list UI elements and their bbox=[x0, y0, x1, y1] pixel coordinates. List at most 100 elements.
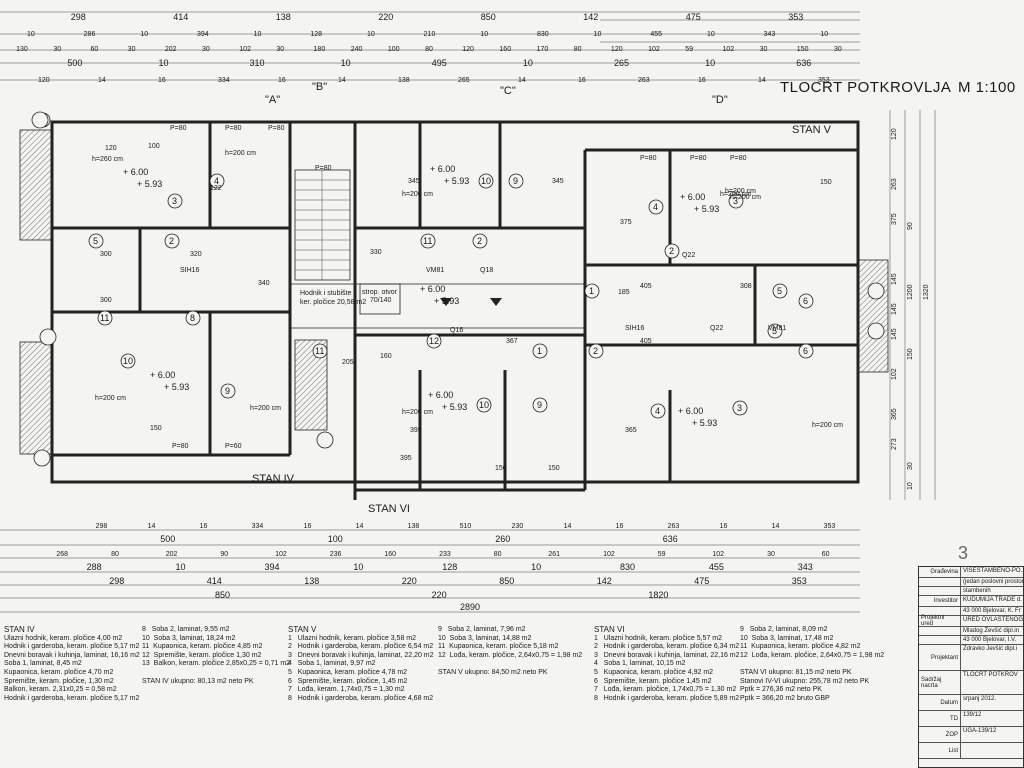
dimension-label: 343 bbox=[764, 31, 776, 38]
room-number: 6 bbox=[803, 346, 808, 356]
room-dimension-label: 100 bbox=[148, 143, 160, 150]
dimension-label: 80 bbox=[425, 46, 433, 53]
dimension-label: 138 bbox=[304, 576, 319, 586]
title-block-key: Projektant bbox=[919, 645, 961, 670]
dimension-label: 414 bbox=[207, 576, 222, 586]
fixture-code-label: VM81 bbox=[426, 267, 444, 274]
room-number: 12 bbox=[429, 336, 439, 346]
dimension-label: 160 bbox=[384, 551, 396, 558]
title-block-key: Građevina bbox=[919, 567, 961, 577]
dimension-label: 10 bbox=[594, 31, 602, 38]
dimension-label: 142 bbox=[583, 12, 598, 22]
dimension-label: 220 bbox=[432, 590, 447, 600]
room-number: 5 bbox=[93, 236, 98, 246]
legend-line: 11 Kupaonica, keram. pločice 5,18 m2 bbox=[438, 643, 559, 651]
title-block-row: 43 000 Bjelovar, K. Fr bbox=[919, 607, 1023, 616]
dimension-label: 414 bbox=[173, 12, 188, 22]
dimension-label: 353 bbox=[792, 576, 807, 586]
dimension-label: 10 bbox=[140, 31, 148, 38]
dimension-label: 495 bbox=[432, 58, 447, 68]
dimension-label: 10 bbox=[523, 58, 533, 68]
room-number-circle bbox=[426, 333, 442, 349]
dimension-label: 273 bbox=[891, 438, 898, 450]
axis-circle bbox=[867, 282, 885, 300]
legend-line: Hodnik i garderoba, keram. pločice 5,17 … bbox=[4, 643, 140, 651]
legend-line: 9 Soba 2, laminat, 8,09 m2 bbox=[740, 626, 828, 633]
fixture-code-label: VM81 bbox=[768, 325, 786, 332]
fixture-code-label: Q16 bbox=[450, 327, 463, 334]
dimension-label: 353 bbox=[824, 523, 836, 530]
legend-line: 5 Kupaonica, keram. pločice 4,78 m2 bbox=[288, 668, 408, 676]
room-number: 1 bbox=[589, 286, 594, 296]
room-dimension-label: 150 bbox=[820, 179, 832, 186]
dimension-label: 138 bbox=[276, 12, 291, 22]
dimension-label: 145 bbox=[891, 328, 898, 340]
legend-line: Pptk = 366,20 m2 bruto GBP bbox=[740, 694, 830, 702]
ceiling-height-label: h=200 cm bbox=[725, 188, 756, 195]
dimension-label: 202 bbox=[165, 46, 177, 53]
legend-line: Hodnik i garderoba, keram. pločice 5,17 … bbox=[4, 694, 140, 702]
axis-circle bbox=[867, 322, 885, 340]
balcony-7-left bbox=[19, 129, 53, 241]
room-dimension-label: 405 bbox=[640, 283, 652, 290]
dimension-label: 830 bbox=[537, 31, 549, 38]
legend-line: STAN V ukupno: 84,50 m2 neto PK bbox=[438, 668, 548, 676]
room-number: 3 bbox=[733, 196, 738, 206]
dimension-label: 298 bbox=[71, 12, 86, 22]
dimension-label: 16 bbox=[304, 523, 312, 530]
room-number-circle bbox=[767, 323, 783, 339]
room-number: 11 bbox=[315, 346, 324, 356]
dimension-label: 310 bbox=[250, 58, 265, 68]
legend-line: 8 Soba 2, laminat, 9,55 m2 bbox=[142, 626, 230, 633]
level-marker-upper: + 6.00 bbox=[428, 390, 453, 400]
dimension-label: 850 bbox=[499, 576, 514, 586]
legend-line bbox=[142, 669, 290, 678]
corridor-band bbox=[290, 283, 585, 329]
interior-walls bbox=[52, 122, 858, 500]
title-block-value: stambenih bbox=[963, 588, 991, 594]
room-number-circle bbox=[209, 173, 225, 189]
room-number: 4 bbox=[655, 406, 660, 416]
title-block-key: Investitor bbox=[919, 596, 961, 606]
legend-line: Stanovi IV-VI ukupno: 255,78 m2 neto PK bbox=[740, 677, 870, 685]
legend-line: 3 Dnevni boravak i kuhinja, laminat, 22,… bbox=[594, 651, 740, 659]
legend-line: 13 Balkon, keram. pločice 2,85x0,25 = 0,… bbox=[142, 660, 291, 668]
title-block-key: TD bbox=[919, 711, 961, 726]
level-marker-lower: + 5.93 bbox=[442, 402, 467, 412]
dimension-label: 160 bbox=[499, 46, 511, 53]
legend-line: 12 Lođa, keram. pločice, 2,64x0,75 = 1,9… bbox=[740, 651, 885, 659]
door-width-label: P=80 bbox=[640, 155, 657, 162]
dimension-label: 102 bbox=[603, 551, 615, 558]
title-block-value: TLOCRT POTKROV bbox=[963, 672, 1018, 678]
dimension-label: 16 bbox=[578, 77, 586, 84]
fixture-code-label: Q22 bbox=[682, 252, 695, 259]
dimension-label: 830 bbox=[620, 562, 635, 572]
dimension-label: 10 bbox=[820, 31, 828, 38]
dimension-label: 850 bbox=[481, 12, 496, 22]
room-number: 5 bbox=[772, 326, 777, 336]
level-marker-upper: + 6.00 bbox=[680, 192, 705, 202]
dimension-label: 120 bbox=[891, 128, 898, 140]
legend-line: Pptk = 276,36 m2 neto PK bbox=[740, 686, 822, 694]
ceiling-height-label: h=260 cm bbox=[92, 156, 123, 163]
strop-otvor-label: strop. otvor bbox=[362, 289, 398, 296]
legend-line: 3 Dnevni boravak i kuhinja, laminat, 22,… bbox=[288, 651, 434, 659]
dimension-label: 202 bbox=[166, 551, 178, 558]
room-number: 10 bbox=[123, 356, 133, 366]
room-dimension-label: 405 bbox=[640, 338, 652, 345]
dimension-label: 10 bbox=[254, 31, 262, 38]
legend-line bbox=[740, 660, 884, 669]
dimension-label: 128 bbox=[442, 562, 457, 572]
dimension-label: 80 bbox=[111, 551, 119, 558]
room-number-circle bbox=[588, 343, 604, 359]
room-dimension-label: 367 bbox=[506, 338, 518, 345]
room-number: 11 bbox=[423, 236, 432, 246]
dimension-label: 180 bbox=[314, 46, 326, 53]
dimension-label: 102 bbox=[722, 46, 734, 53]
room-number: 6 bbox=[803, 296, 808, 306]
